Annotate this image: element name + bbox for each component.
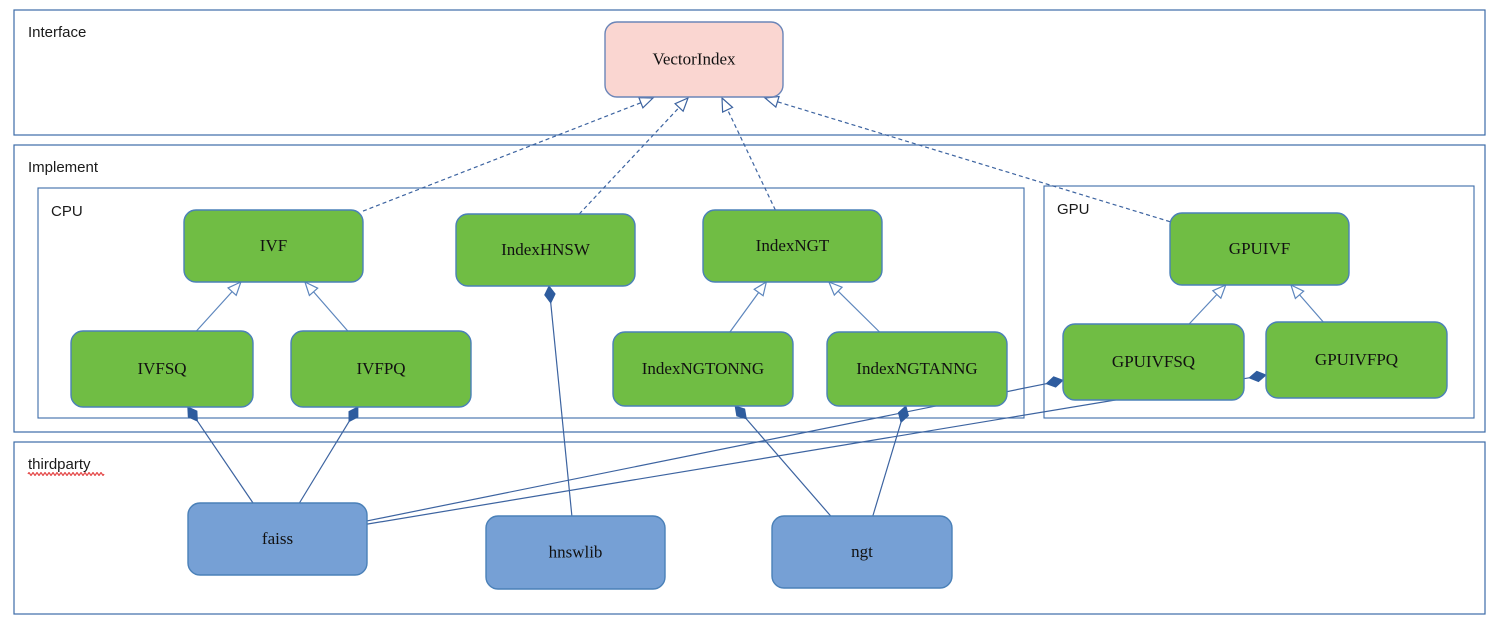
edge-line bbox=[837, 290, 880, 333]
node-box-indexngtonng[interactable] bbox=[612, 331, 794, 407]
node-label-gpuivf: GPUIVF bbox=[1229, 239, 1290, 258]
composition-diamond-icon bbox=[544, 285, 556, 304]
edge-line bbox=[1299, 294, 1324, 323]
subpanel-label-gpu: GPU bbox=[1057, 201, 1090, 218]
subpanel-label-cpu: CPU bbox=[51, 203, 83, 220]
panel-label-interface: Interface bbox=[28, 24, 86, 41]
node-box-gpuivfpq[interactable] bbox=[1265, 321, 1448, 399]
edge-line bbox=[777, 101, 1171, 223]
edge-indexhnsw-to-vectorindex bbox=[578, 96, 690, 215]
realization-arrowhead-icon bbox=[674, 96, 690, 113]
edge-indexngt-to-vectorindex bbox=[721, 96, 776, 211]
node-hnswlib[interactable]: hnswlib bbox=[485, 515, 666, 590]
node-label-ivfpq: IVFPQ bbox=[356, 359, 405, 378]
node-label-ivf: IVF bbox=[260, 236, 287, 255]
generalization-arrowhead-icon bbox=[1289, 283, 1305, 300]
node-box-hnswlib[interactable] bbox=[485, 515, 666, 590]
composition-diamond-icon bbox=[1045, 376, 1064, 388]
edge-line bbox=[366, 377, 1250, 525]
node-faiss[interactable]: faiss bbox=[187, 502, 368, 576]
generalization-arrowhead-icon bbox=[827, 280, 844, 297]
node-box-indexngt[interactable] bbox=[702, 209, 883, 283]
node-label-gpuivfpq: GPUIVFPQ bbox=[1315, 350, 1398, 369]
edge-faiss-to-ivfsq bbox=[187, 406, 254, 504]
composition-diamond-icon bbox=[348, 406, 359, 423]
node-gpuivfsq[interactable]: GPUIVFSQ bbox=[1062, 323, 1245, 401]
generalization-arrowhead-icon bbox=[753, 280, 768, 297]
edge-line bbox=[313, 291, 349, 332]
node-indexngt[interactable]: IndexNGT bbox=[702, 209, 883, 283]
edge-line bbox=[550, 302, 573, 517]
composition-diamond-icon bbox=[1248, 370, 1267, 383]
node-indexngtanng[interactable]: IndexNGTANNG bbox=[826, 331, 1008, 407]
edge-indexngtonng-to-indexngt bbox=[729, 280, 768, 333]
edge-line bbox=[298, 421, 350, 504]
node-label-hnswlib: hnswlib bbox=[549, 542, 603, 561]
node-box-ivfsq[interactable] bbox=[70, 330, 254, 408]
edge-line bbox=[729, 292, 760, 333]
generalization-arrowhead-icon bbox=[303, 280, 319, 297]
edge-ivfpq-to-ivf bbox=[303, 280, 349, 332]
spellcheck-underline-icon bbox=[27, 472, 105, 476]
panel-label-implement: Implement bbox=[28, 159, 99, 176]
panel-label-thirdparty: thirdparty bbox=[28, 456, 91, 473]
realization-arrowhead-icon bbox=[721, 96, 734, 114]
generalization-arrowhead-icon bbox=[226, 280, 242, 297]
edge-ivf-to-vectorindex bbox=[362, 96, 655, 212]
node-label-faiss: faiss bbox=[262, 529, 293, 548]
edge-gpuivfsq-to-gpuivf bbox=[1188, 283, 1227, 325]
node-box-ivf[interactable] bbox=[183, 209, 364, 283]
edge-line bbox=[578, 107, 680, 215]
node-ivf[interactable]: IVF bbox=[183, 209, 364, 283]
edge-line bbox=[196, 420, 254, 504]
node-indexhnsw[interactable]: IndexHNSW bbox=[455, 213, 636, 287]
edge-indexngtanng-to-indexngt bbox=[827, 280, 880, 333]
edge-line bbox=[1188, 294, 1218, 325]
node-label-indexngtonng: IndexNGTONNG bbox=[642, 359, 764, 378]
node-ivfsq[interactable]: IVFSQ bbox=[70, 330, 254, 408]
edge-faiss-to-ivfpq bbox=[298, 406, 359, 504]
edge-hnswlib-to-indexhnsw bbox=[544, 285, 573, 517]
node-vectorindex[interactable]: VectorIndex bbox=[604, 21, 784, 98]
node-label-vectorindex: VectorIndex bbox=[652, 49, 736, 68]
edge-line bbox=[745, 418, 832, 517]
composition-diamond-icon bbox=[187, 406, 198, 422]
realization-arrowhead-icon bbox=[638, 96, 655, 109]
composition-diamond-icon bbox=[734, 405, 747, 420]
node-box-vectorindex[interactable] bbox=[604, 21, 784, 98]
node-label-indexhnsw: IndexHNSW bbox=[501, 240, 591, 259]
edge-line bbox=[196, 291, 233, 332]
node-box-ngt[interactable] bbox=[771, 515, 953, 589]
edge-faiss-to-gpuivfpq bbox=[366, 370, 1267, 525]
node-box-faiss[interactable] bbox=[187, 502, 368, 576]
edge-ngt-to-indexngtanng bbox=[872, 405, 909, 517]
composition-diamond-icon bbox=[897, 405, 909, 424]
edge-ivfsq-to-ivf bbox=[196, 280, 242, 332]
node-label-indexngtanng: IndexNGTANNG bbox=[856, 359, 977, 378]
node-gpuivfpq[interactable]: GPUIVFPQ bbox=[1265, 321, 1448, 399]
node-ivfpq[interactable]: IVFPQ bbox=[290, 330, 472, 408]
node-box-gpuivfsq[interactable] bbox=[1062, 323, 1245, 401]
node-box-gpuivf[interactable] bbox=[1169, 212, 1350, 286]
edge-gpuivfpq-to-gpuivf bbox=[1289, 283, 1324, 323]
node-indexngtonng[interactable]: IndexNGTONNG bbox=[612, 331, 794, 407]
node-gpuivf[interactable]: GPUIVF bbox=[1169, 212, 1350, 286]
edges-layer bbox=[187, 95, 1324, 525]
node-box-indexngtanng[interactable] bbox=[826, 331, 1008, 407]
edge-line bbox=[362, 102, 642, 212]
edge-ngt-to-indexngtonng bbox=[734, 405, 832, 517]
node-label-ngt: ngt bbox=[851, 542, 873, 561]
edge-line bbox=[872, 422, 902, 517]
node-label-ivfsq: IVFSQ bbox=[137, 359, 186, 378]
node-label-indexngt: IndexNGT bbox=[756, 236, 830, 255]
node-box-indexhnsw[interactable] bbox=[455, 213, 636, 287]
node-label-gpuivfsq: GPUIVFSQ bbox=[1112, 352, 1195, 371]
node-ngt[interactable]: ngt bbox=[771, 515, 953, 589]
node-box-ivfpq[interactable] bbox=[290, 330, 472, 408]
edge-line bbox=[727, 109, 776, 211]
generalization-arrowhead-icon bbox=[1211, 283, 1227, 300]
